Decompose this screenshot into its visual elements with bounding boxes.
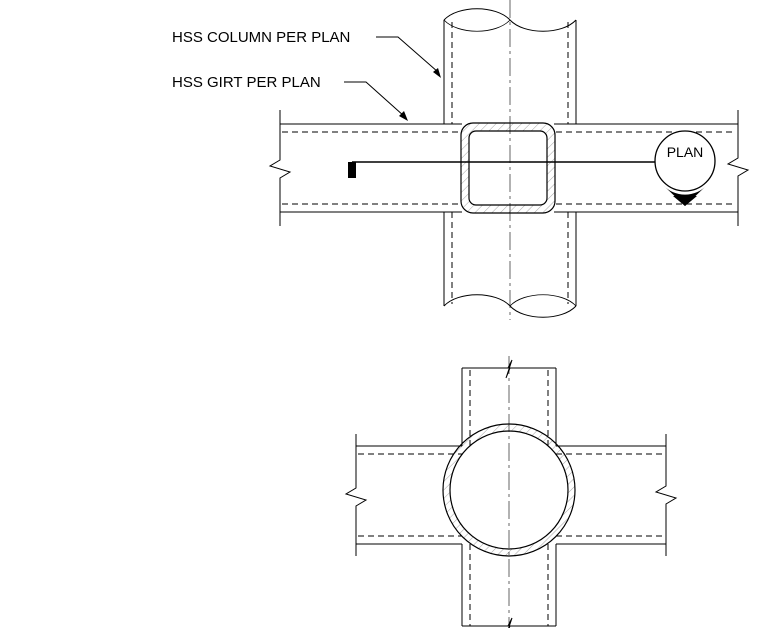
section-tag-label: PLAN bbox=[667, 144, 704, 160]
square-hss-section bbox=[460, 122, 556, 214]
section-cut-line bbox=[348, 161, 686, 178]
leaders bbox=[344, 36, 441, 121]
hss-girt-elevation bbox=[268, 110, 750, 226]
vertical-girt-plan bbox=[461, 359, 557, 628]
horizontal-girt-plan bbox=[344, 434, 678, 556]
elevation-view: PLAN HSS COLUMN PER PLAN HSS GIRT PER PL… bbox=[172, 0, 750, 320]
section-tag: PLAN bbox=[654, 130, 716, 206]
girt-note: HSS GIRT PER PLAN bbox=[172, 74, 321, 91]
hss-column-elevation bbox=[443, 8, 577, 318]
plan-view bbox=[344, 356, 678, 628]
column-note: HSS COLUMN PER PLAN bbox=[172, 29, 350, 46]
